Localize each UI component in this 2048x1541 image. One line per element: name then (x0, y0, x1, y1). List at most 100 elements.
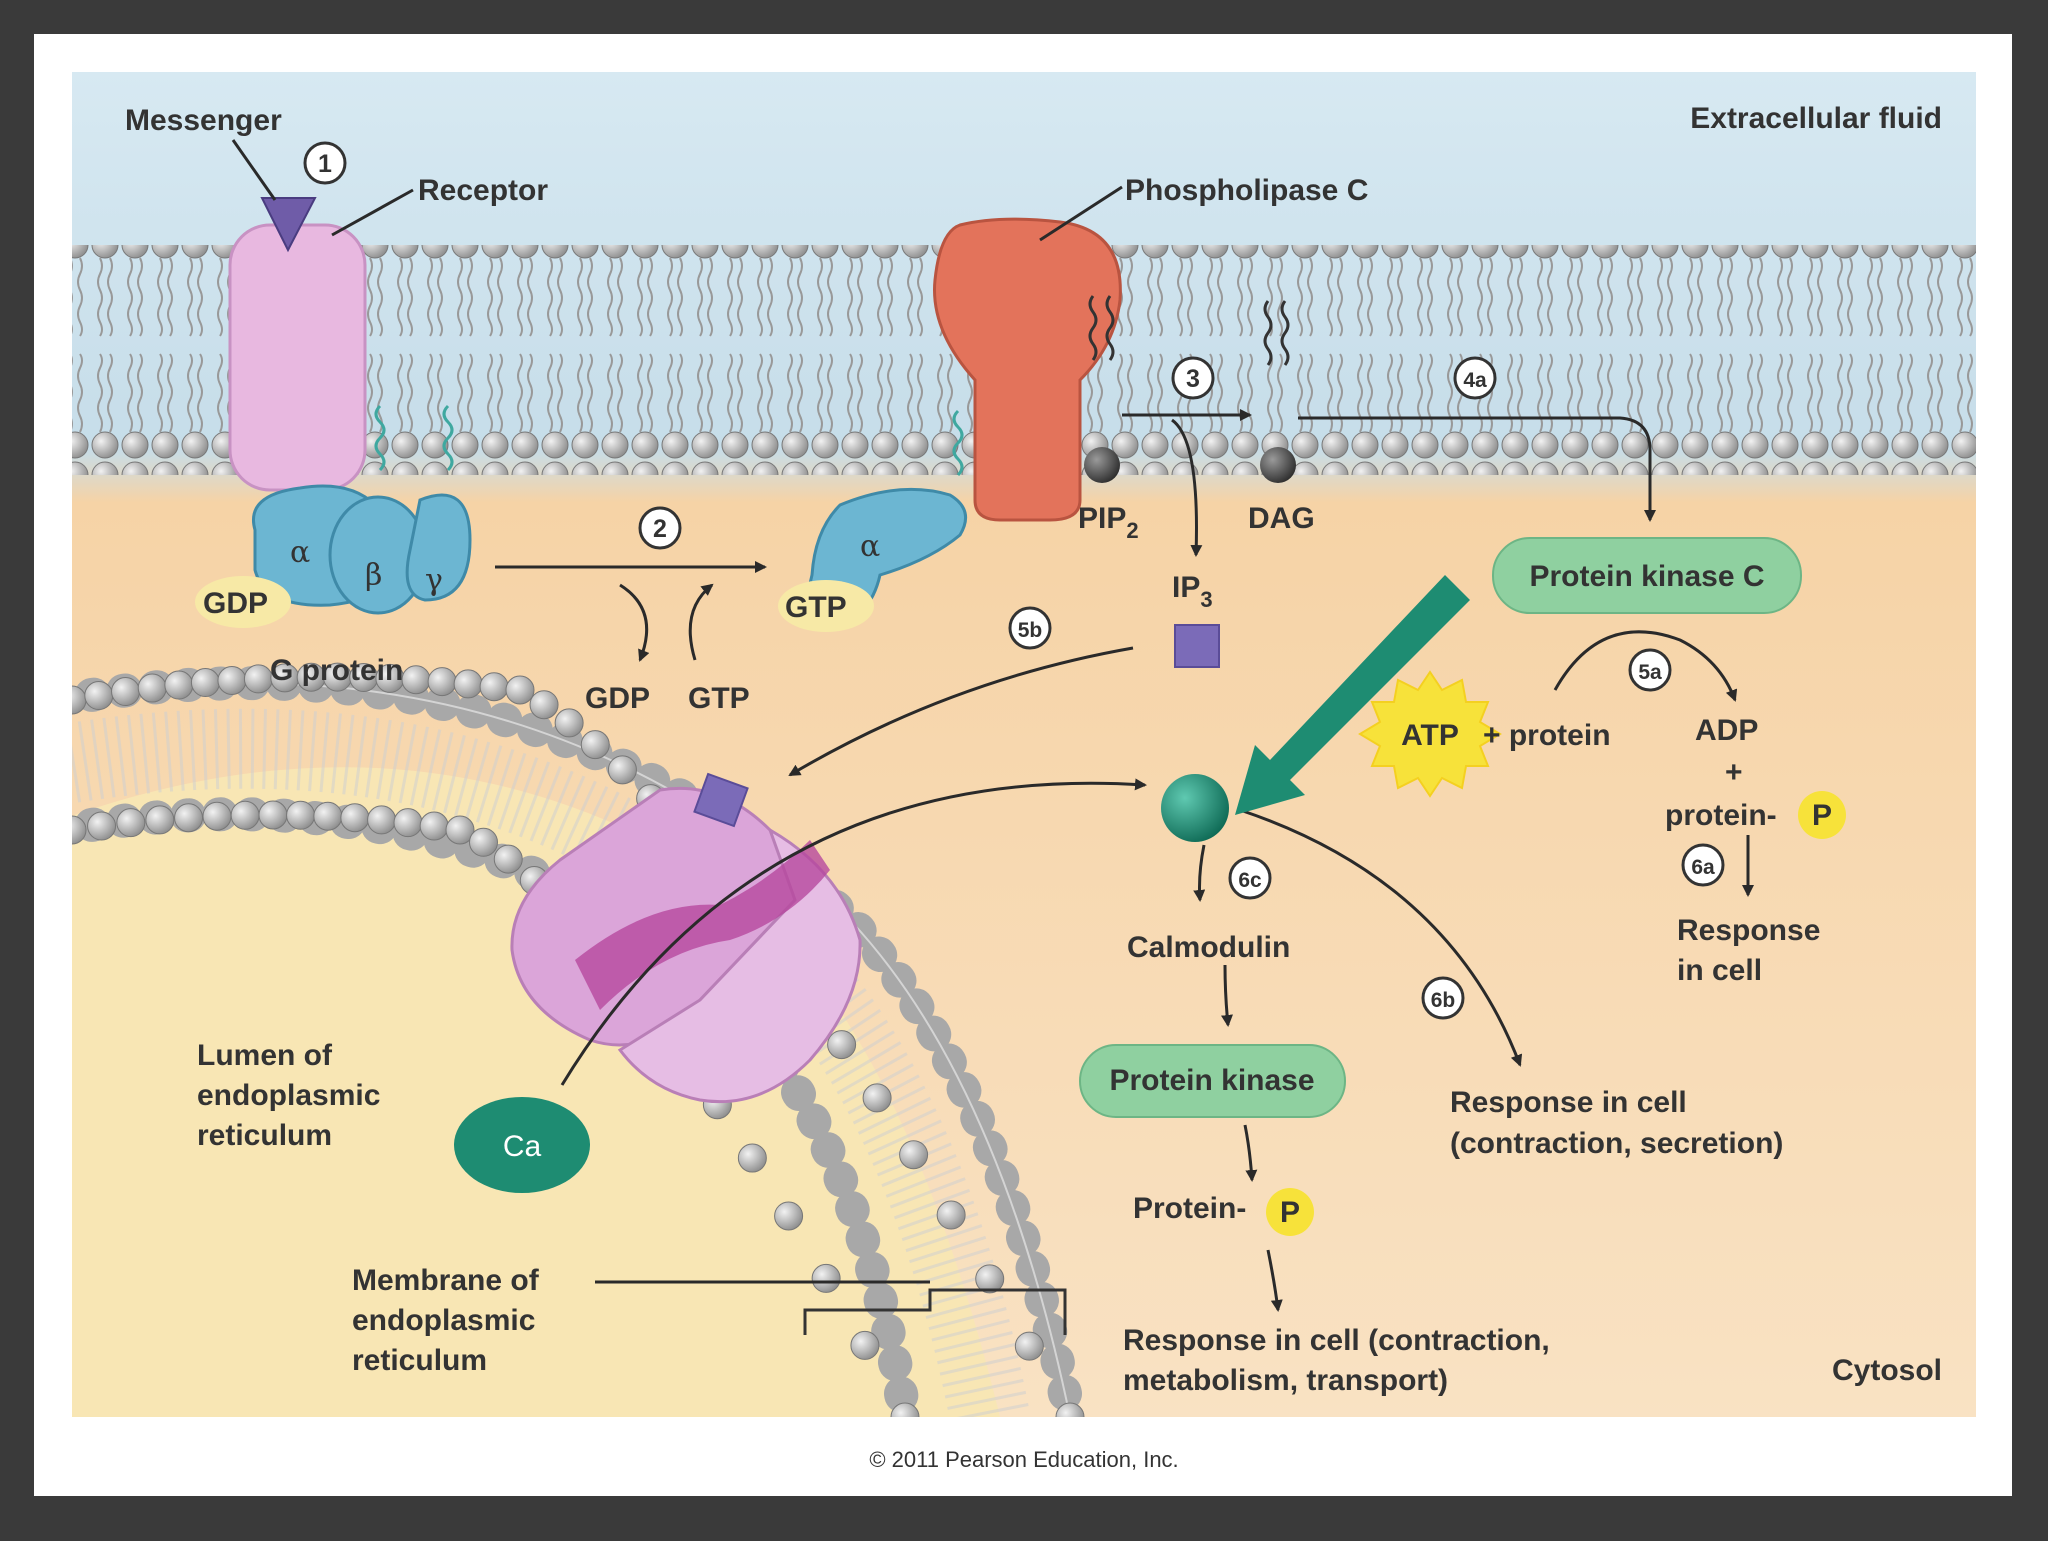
er-lipid-head (607, 755, 637, 785)
step-6b-circle (1421, 976, 1465, 1020)
arrow-step-4a (1298, 416, 1656, 522)
step-5b-circle (1008, 606, 1052, 650)
protein-kinase-c-blob (1492, 537, 1802, 614)
adp-label: ADP (1695, 714, 1758, 747)
er-lipid-head (340, 803, 370, 833)
alpha-active-label: α (860, 529, 880, 564)
arrow-gtp-in (688, 583, 714, 661)
er-lipid-head (479, 672, 509, 702)
lumen-line1: Lumen of (197, 1039, 333, 1072)
phosphate-circle (1266, 1188, 1314, 1236)
membrane-line3: reticulum (352, 1344, 487, 1377)
er-lipid-head (111, 677, 141, 707)
er-lipid-head (453, 669, 483, 699)
er-lipid-head (72, 815, 87, 845)
pip2-lipid (1084, 295, 1120, 483)
step-3-circle (1171, 356, 1215, 400)
er-lipid-head (850, 1330, 880, 1360)
er-lipid-head (1055, 1402, 1085, 1417)
step-5a-circle (1628, 648, 1672, 692)
phosphate-p-label: P (1812, 799, 1832, 832)
step-5a: 5a (1638, 661, 1662, 684)
ip3-molecule (1174, 624, 1220, 668)
arrow-ip3 (1171, 418, 1203, 557)
step-1: 1 (318, 150, 332, 178)
er-lipid-head (84, 681, 114, 711)
pip2-label: PIP2 (1078, 502, 1139, 543)
er-lipid-head (164, 670, 194, 700)
membrane-line2: endoplasmic (352, 1304, 535, 1337)
er-lipid-head (529, 690, 559, 720)
er-lipid-head (116, 808, 146, 838)
er-lipid-head (243, 664, 273, 694)
response-6b-line1: Response in cell (1450, 1086, 1687, 1119)
response-final-line2: metabolism, transport) (1123, 1364, 1448, 1397)
er-lipid-head (401, 665, 431, 695)
protein-kinase-label: Protein kinase (1109, 1064, 1314, 1097)
er-lipid-head (554, 708, 584, 738)
membrane-line1: Membrane of (352, 1264, 540, 1297)
gtp-added-label: GTP (688, 682, 750, 715)
er-lipid-head (202, 801, 232, 831)
messenger-label: Messenger (125, 104, 282, 137)
er-lipid-head (890, 1402, 920, 1417)
er-lipid-head (217, 665, 247, 695)
er-lipid-head (975, 1264, 1005, 1294)
atp-burst (1358, 670, 1502, 798)
arrow-protein-kinase (1243, 1124, 1258, 1182)
er-lipid-head (258, 800, 288, 830)
receptor-protein (228, 223, 367, 492)
er-lipid-head (936, 1200, 966, 1230)
gdp-highlight (195, 576, 291, 628)
protein-p-label: Protein- (1133, 1192, 1246, 1225)
protein-dash-label: protein- (1665, 799, 1777, 832)
er-lipid-head (737, 1143, 767, 1173)
phosphate-circle (1798, 791, 1846, 839)
er-lipid-head (827, 1030, 857, 1060)
er-membrane-tails (72, 708, 1030, 1417)
er-lipid-head (145, 805, 175, 835)
step-6a-circle (1681, 843, 1725, 887)
alpha-label: α (290, 535, 310, 570)
messenger-leader (231, 139, 277, 201)
er-lipid-head (419, 811, 449, 841)
step-1-circle (303, 141, 347, 185)
er-lipid-head (468, 827, 498, 857)
response-6b-line2: (contraction, secretion) (1450, 1127, 1783, 1160)
atp-label: ATP (1401, 719, 1459, 752)
dag-label: DAG (1248, 502, 1315, 535)
beta-label: β (365, 558, 382, 593)
protein-kinase-c-label: Protein kinase C (1529, 560, 1764, 593)
er-lipid-head (190, 668, 220, 698)
gamma-label: γ (425, 563, 443, 598)
er-lipid-head (445, 815, 475, 845)
plus-protein-label: + protein (1483, 719, 1611, 752)
er-lipid-head (899, 1140, 929, 1170)
phosphate-p-label-2: P (1280, 1196, 1300, 1229)
copyright-label: © 2011 Pearson Education, Inc. (869, 1447, 1178, 1472)
arrow-step-5a (1553, 630, 1738, 702)
er-lipid-head (862, 1083, 892, 1113)
ip3-label: IP3 (1172, 571, 1213, 612)
arrow-step-6b (1239, 808, 1523, 1067)
step-3: 3 (1186, 365, 1200, 393)
step-6c-circle (1228, 856, 1272, 900)
ca-label: Ca (503, 1130, 542, 1163)
phospholipase-leader (1039, 185, 1123, 242)
step-4a: 4a (1463, 369, 1487, 392)
calcium-ion (1161, 774, 1229, 842)
phospholipase-c-label: Phospholipase C (1125, 174, 1368, 207)
plus-label: + (1725, 756, 1743, 789)
arrow-calmodulin (1221, 964, 1233, 1027)
calcium-channel (510, 772, 862, 1104)
er-lipid-head (1014, 1331, 1044, 1361)
arrow-step-5b (788, 646, 1134, 777)
er-lipid-head (427, 667, 457, 697)
step-2: 2 (653, 515, 667, 543)
er-lipid-head (774, 1201, 804, 1231)
lumen-line2: endoplasmic (197, 1079, 380, 1112)
er-inset-bracket (803, 1288, 1067, 1335)
er-lipid-head (174, 803, 204, 833)
